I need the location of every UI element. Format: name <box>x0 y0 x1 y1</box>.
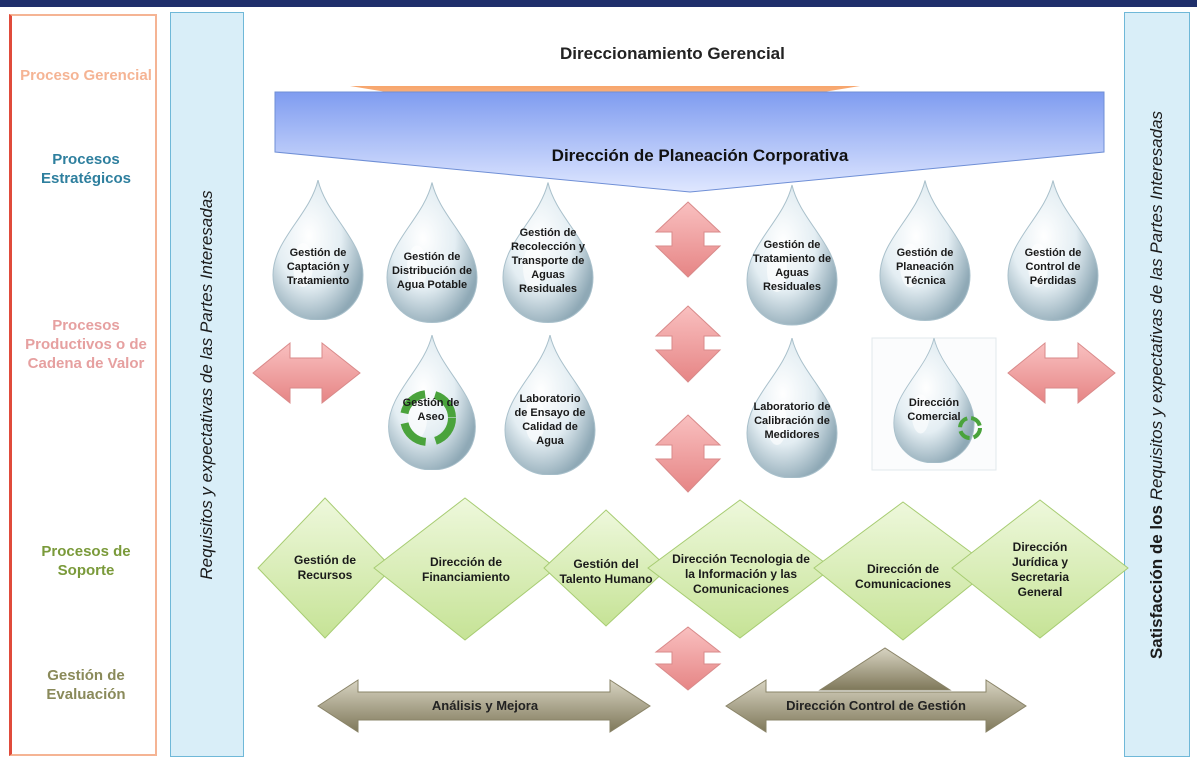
recycle-icon-small <box>958 416 982 440</box>
support-label-comunicaciones: Dirección de Comunicaciones <box>854 562 952 591</box>
drop-label-captacion: Gestión de Captación y Tratamiento <box>286 247 350 287</box>
vertical-double-arrow <box>654 201 722 278</box>
vertical-double-arrow <box>654 626 722 691</box>
diamond-tecnologia <box>647 499 833 639</box>
diamond-financiamiento <box>373 497 557 641</box>
recycle-icon <box>400 390 456 446</box>
planeacion-chevron <box>274 91 1105 193</box>
stage-procesos-estrategicos: Procesos Estratégicos <box>40 151 132 187</box>
stage-gestion-evaluacion: Gestión de Evaluación <box>46 667 126 703</box>
stage-proceso-gerencial: Proceso Gerencial <box>20 67 152 84</box>
analisis-label: Análisis y Mejora <box>431 698 539 713</box>
stage-column: Proceso Gerencial Procesos Estratégicos … <box>9 14 157 756</box>
diamond-comunicaciones <box>813 501 993 641</box>
top-border <box>0 0 1197 7</box>
requirements-band: Requisitos y expectativas de las Partes … <box>170 12 244 757</box>
support-label-tecnologia: Dirección Tecnologia de la Información y… <box>672 552 810 596</box>
drop-label-laboratorio-calibracion: Laboratorio de Calibración de Medidores <box>753 401 831 441</box>
vertical-double-arrow <box>654 414 722 493</box>
drop-label-distribucion: Gestión de Distribución de Agua Potable <box>391 251 473 291</box>
support-label-talento: Gestión del Talento Humano <box>559 557 653 586</box>
vertical-double-arrow <box>654 305 722 383</box>
left-double-arrow <box>252 341 361 405</box>
analisis-arrow <box>317 679 651 733</box>
drop-label-planeacion-tecnica: Gestión de Planeación Técnica <box>895 247 955 287</box>
control-label: Dirección Control de Gestión <box>786 698 966 713</box>
stage-procesos-soporte: Procesos de Soporte <box>41 543 131 579</box>
diamond-talento <box>543 509 669 627</box>
satisfaction-band: Satisfacción de los Requisitos y expecta… <box>1124 12 1190 757</box>
planeacion-title: Dirección de Planeación Corporativa <box>551 146 849 165</box>
control-arrow <box>725 679 1027 733</box>
control-triangle <box>818 647 952 691</box>
support-label-juridica: Dirección Jurídica y Secretaria General <box>1010 540 1070 599</box>
drop-label-comercial: Dirección Comercial <box>907 397 961 423</box>
drop-label-laboratorio-ensayo: Laboratorio de Ensayo de Calidad de Agua <box>514 393 586 447</box>
drop-label-tratamiento: Gestión de Tratamiento de Aguas Residual… <box>752 239 832 293</box>
drop-label-recoleccion: Gestión de Recolección y Transporte de A… <box>511 227 585 295</box>
drop-label-control-perdidas: Gestión de Control de Pérdidas <box>1024 247 1082 287</box>
stage-procesos-productivos: Procesos Productivos o de Cadena de Valo… <box>25 317 147 372</box>
diamond-juridica <box>951 499 1129 639</box>
right-double-arrow <box>1007 341 1116 405</box>
direccionamiento-title: Direccionamiento Gerencial <box>560 44 785 63</box>
drop-label-aseo: Gestión de Aseo <box>402 397 460 423</box>
diamond-recursos <box>257 497 393 639</box>
support-label-recursos: Gestión de Recursos <box>293 553 356 582</box>
support-label-financiamiento: Dirección de Financiamiento <box>421 555 510 584</box>
